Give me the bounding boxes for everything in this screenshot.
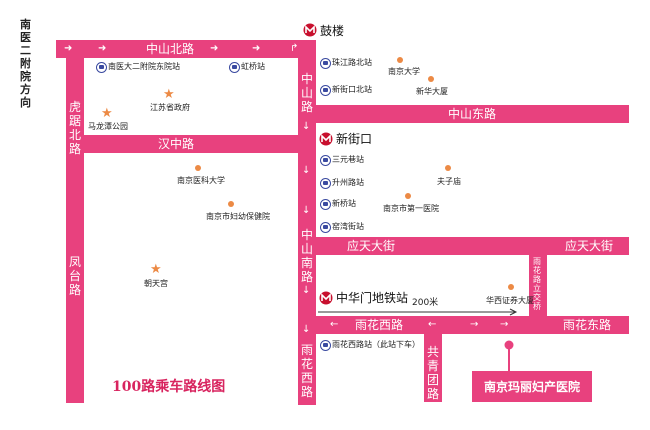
road-zhongshan-north bbox=[56, 40, 316, 58]
poi-dot-icon bbox=[397, 57, 403, 63]
road-hanzhong bbox=[66, 135, 316, 153]
poi-dot-icon bbox=[195, 165, 201, 171]
label-gongqingtuan: 共青团路 bbox=[426, 345, 439, 401]
label-yuhua-east: 雨花东路 bbox=[563, 318, 612, 332]
label-zhongshan-south: 中山南路 bbox=[300, 228, 313, 284]
metro-gulou-label: 鼓楼 bbox=[320, 24, 345, 38]
bus-stop-icon bbox=[320, 155, 331, 166]
bus-stop-icon bbox=[320, 340, 331, 351]
poi-dot-icon bbox=[508, 284, 514, 290]
stop-xinqiao: 新桥站 bbox=[332, 199, 356, 208]
poi-huaxi: 华西证券大厦 bbox=[486, 296, 534, 305]
arrow-yuhua-3: → bbox=[470, 319, 479, 330]
bus-stop-icon bbox=[320, 85, 331, 96]
label-yuhua-west: 雨花西路 bbox=[355, 318, 404, 332]
poi-dot-icon bbox=[228, 201, 234, 207]
stop-nanyida: 南医大二附院东院站 bbox=[108, 62, 180, 71]
stop-sanyuanxiang: 三元巷站 bbox=[332, 155, 364, 164]
bus-stop-icon bbox=[320, 199, 331, 210]
page-title: 100路乘车路线图 bbox=[112, 379, 226, 395]
metro-icon-gulou bbox=[303, 23, 317, 37]
arrow-east-1: ➜ bbox=[64, 43, 73, 54]
arrow-turn: ↱ bbox=[290, 43, 299, 54]
road-zhongshan-east bbox=[316, 105, 629, 123]
arrow-down-3: ↓ bbox=[302, 205, 311, 216]
label-yuhua-west-vertical: 雨花西路 bbox=[300, 343, 313, 399]
metro-xinjiekou-label: 新街口 bbox=[336, 132, 373, 146]
label-zhongshan-east: 中山东路 bbox=[448, 107, 497, 121]
poi-chaotian: 朝天宫 bbox=[144, 279, 168, 288]
poi-xinhua: 新华大厦 bbox=[416, 87, 448, 96]
label-hanzhong: 汉中路 bbox=[158, 137, 195, 151]
arrow-east-2: ➜ bbox=[98, 43, 107, 54]
bus-stop-icon bbox=[320, 58, 331, 69]
destination-hospital: 南京玛丽妇产医院 bbox=[472, 371, 592, 402]
poi-dot-icon bbox=[428, 76, 434, 82]
label-zhongshan-north: 中山北路 bbox=[146, 42, 195, 56]
distance-arrow bbox=[318, 308, 518, 316]
road-yuhua bbox=[316, 316, 629, 334]
poi-first-hospital: 南京市第一医院 bbox=[383, 204, 439, 213]
distance-label: 200米 bbox=[412, 298, 439, 308]
stop-yuhuaxilu: 雨花西路站（此站下车） bbox=[332, 340, 420, 349]
road-gongqingtuan bbox=[424, 334, 442, 402]
metro-icon-xinjiekou bbox=[319, 132, 333, 146]
label-hulu-north: 虎踞北路 bbox=[68, 100, 81, 156]
road-overpass bbox=[529, 255, 547, 316]
poi-dot-icon bbox=[445, 165, 451, 171]
bus-stop-icon bbox=[229, 62, 240, 73]
direction-label: 南医二附院方向 bbox=[20, 18, 31, 109]
arrow-down-4: ↓ bbox=[302, 285, 311, 296]
bus-stop-icon bbox=[96, 62, 107, 73]
metro-zhonghuamen-label: 中华门地铁站 bbox=[336, 291, 409, 305]
arrow-yuhua-1: ← bbox=[330, 319, 339, 330]
arrow-down-5: ↓ bbox=[302, 324, 311, 335]
star-icon: ★ bbox=[101, 106, 113, 121]
poi-fuyou: 南京市妇幼保健院 bbox=[206, 212, 270, 221]
poi-fuzimiao: 夫子庙 bbox=[437, 177, 461, 186]
stop-wuwanjie: 窑湾街站 bbox=[332, 222, 364, 231]
metro-icon-zhonghuamen bbox=[319, 291, 333, 305]
stop-shengzhou: 升州路站 bbox=[332, 178, 364, 187]
label-yingtian-east: 应天大街 bbox=[565, 239, 614, 253]
bus-stop-icon bbox=[320, 222, 331, 233]
arrow-east-4: ➜ bbox=[252, 43, 261, 54]
stop-xinjiekoubei: 新街口北站 bbox=[332, 85, 372, 94]
arrow-yuhua-4: → bbox=[500, 319, 509, 330]
bus-stop-icon bbox=[320, 178, 331, 189]
road-yingtian bbox=[316, 237, 629, 255]
stop-zhujianglu: 珠江路北站 bbox=[332, 58, 372, 67]
label-fengtai: 凤台路 bbox=[68, 255, 81, 297]
poi-malong-park: 马龙潭公园 bbox=[88, 122, 128, 131]
label-overpass: 雨花路立交桥 bbox=[533, 257, 541, 311]
poi-med-univ: 南京医科大学 bbox=[177, 176, 225, 185]
label-zhongshan: 中山路 bbox=[300, 72, 313, 114]
poi-dot-icon bbox=[405, 193, 411, 199]
poi-jiangsu-gov: 江苏省政府 bbox=[150, 103, 190, 112]
star-icon: ★ bbox=[163, 87, 175, 102]
arrow-east-3: ➜ bbox=[210, 43, 219, 54]
label-yingtian-west: 应天大街 bbox=[347, 239, 396, 253]
star-icon: ★ bbox=[150, 262, 162, 277]
arrow-down-1: ↓ bbox=[302, 121, 311, 132]
road-zhongshan-vertical bbox=[298, 40, 316, 405]
arrow-down-2: ↓ bbox=[302, 165, 311, 176]
poi-nanjing-univ: 南京大学 bbox=[388, 67, 420, 76]
stop-hongqiao: 虹桥站 bbox=[241, 62, 265, 71]
destination-pin-icon bbox=[504, 340, 514, 373]
arrow-yuhua-2: ← bbox=[428, 319, 437, 330]
